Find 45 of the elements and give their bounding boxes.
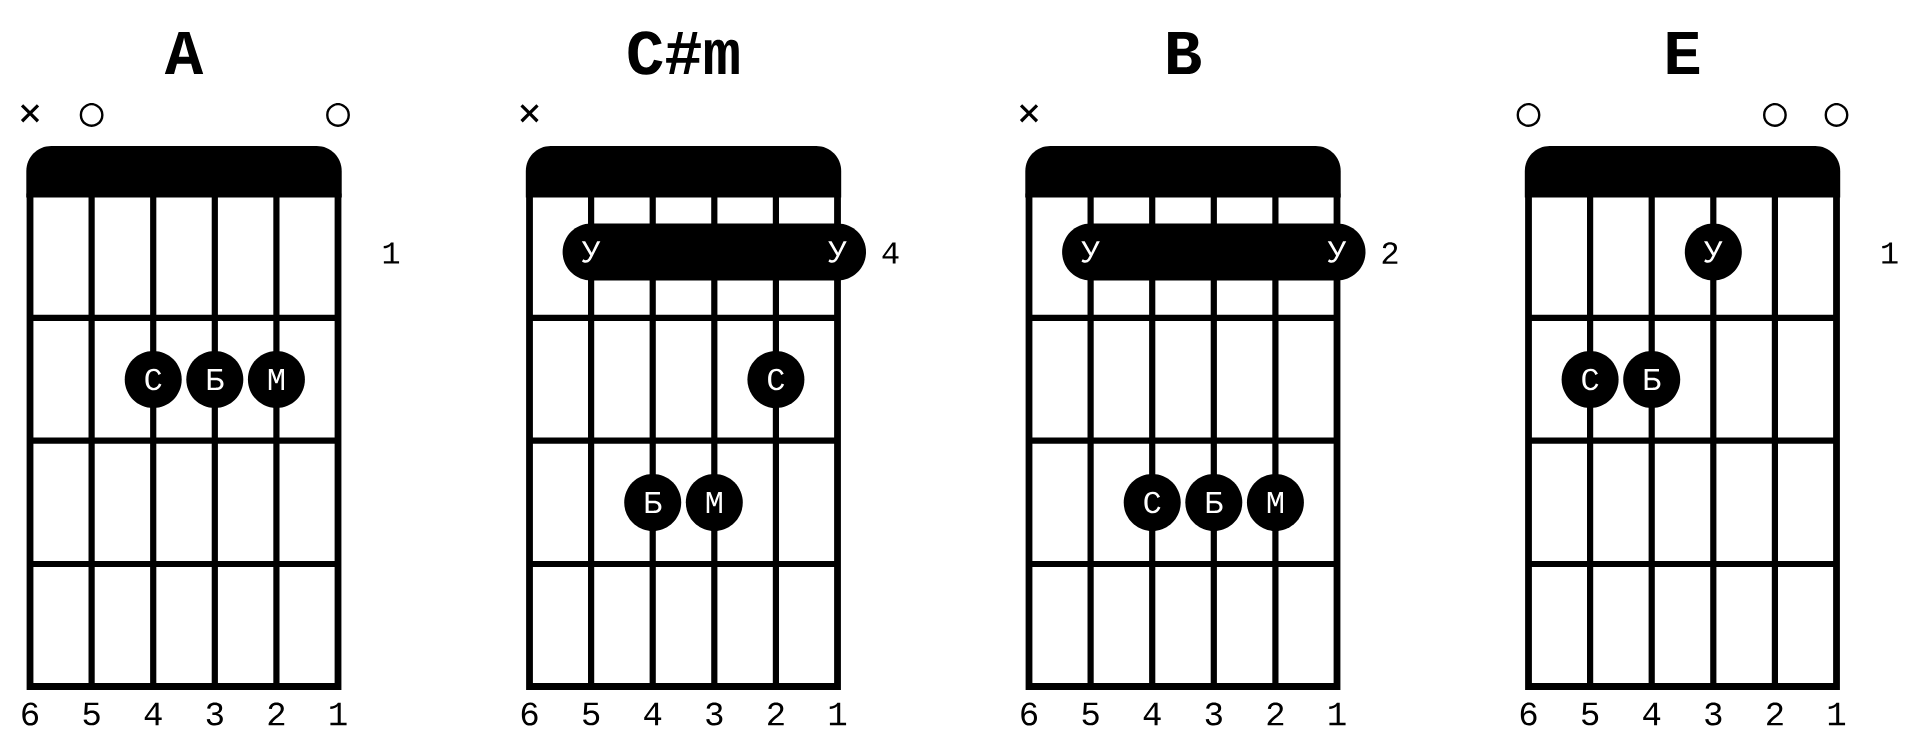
- string-number: 3: [706, 702, 723, 726]
- nut-band: [1025, 146, 1341, 198]
- string-number: 1: [330, 702, 347, 726]
- open-string-mark: ○: [326, 102, 350, 128]
- string-number: 2: [1267, 702, 1284, 726]
- nut-band: [1524, 146, 1841, 198]
- string-number: 4: [144, 702, 162, 726]
- barre-bar: У У: [1062, 223, 1366, 281]
- open-string-mark: ○: [1763, 102, 1787, 128]
- string-number: 1: [1828, 702, 1846, 726]
- chord-name: C#m: [628, 31, 739, 75]
- fret-number: 1: [1882, 242, 1898, 264]
- nut-band: [26, 146, 342, 198]
- fret-number: 2: [1382, 242, 1398, 264]
- string-number: 3: [1205, 702, 1222, 726]
- fret-number: 1: [383, 242, 400, 264]
- string-number: 3: [1705, 702, 1722, 726]
- string-number: 2: [768, 702, 784, 726]
- chord-name: E: [1667, 31, 1700, 75]
- string-number: 6: [1520, 702, 1537, 726]
- string-number: 6: [521, 702, 538, 726]
- open-string-mark: ○: [1516, 102, 1541, 128]
- string-number: 2: [1767, 702, 1783, 726]
- muted-string-mark: ×: [520, 104, 539, 123]
- barre-bar: У У: [562, 223, 866, 281]
- muted-string-mark: ×: [20, 104, 40, 123]
- string-number: 3: [206, 702, 223, 726]
- string-number: 1: [1329, 702, 1346, 726]
- muted-string-mark: ×: [1019, 104, 1039, 123]
- nut-band: [525, 146, 842, 198]
- string-number: 5: [1582, 702, 1599, 726]
- string-number: 5: [1082, 702, 1099, 726]
- string-number: 4: [1643, 702, 1661, 726]
- string-number: 4: [1143, 702, 1161, 726]
- string-number: 6: [1021, 702, 1037, 726]
- fret-number: 4: [882, 242, 899, 264]
- open-string-mark: ○: [1824, 102, 1849, 128]
- string-number: 2: [268, 702, 285, 726]
- chord-name: A: [164, 31, 204, 75]
- string-number: 6: [22, 702, 38, 726]
- chord-name: B: [1168, 31, 1201, 75]
- string-number: 5: [83, 702, 100, 726]
- string-number: 5: [583, 702, 600, 726]
- string-number: 1: [829, 702, 847, 726]
- string-number: 4: [644, 702, 662, 726]
